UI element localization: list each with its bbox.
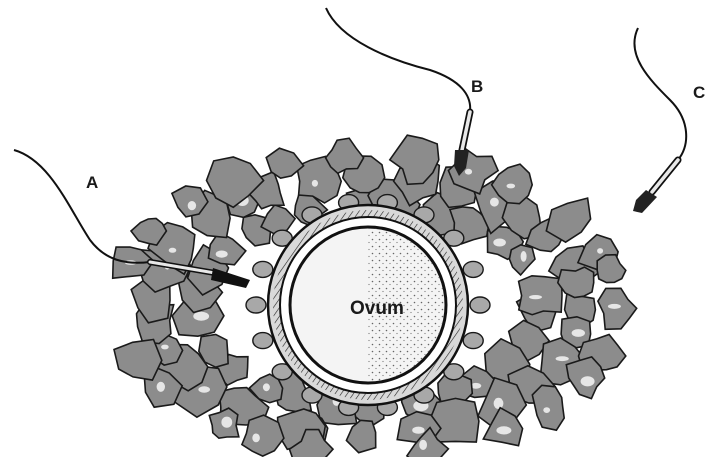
granulosa-cell bbox=[463, 333, 483, 349]
corona-cell-highlight bbox=[312, 180, 318, 187]
corona-cell bbox=[326, 138, 364, 173]
corona-cell-highlight bbox=[494, 398, 504, 409]
corona-cell bbox=[429, 398, 479, 442]
corona-cell-highlight bbox=[169, 248, 177, 253]
corona-cell-highlight bbox=[496, 426, 511, 434]
granulosa-cell bbox=[253, 333, 273, 349]
corona-cell-highlight bbox=[521, 251, 527, 262]
corona-cell-highlight bbox=[529, 295, 542, 299]
sperm-c bbox=[633, 28, 686, 213]
corona-cell bbox=[558, 267, 594, 297]
corona-cell bbox=[546, 198, 590, 242]
corona-cell bbox=[261, 205, 295, 234]
corona-cell bbox=[346, 420, 375, 452]
corona-cell-highlight bbox=[419, 440, 427, 450]
granulosa-cell bbox=[253, 261, 273, 277]
corona-cell-highlight bbox=[608, 304, 621, 309]
corona-cell-highlight bbox=[556, 356, 569, 361]
corona-cell-highlight bbox=[507, 184, 516, 189]
corona-cell-highlight bbox=[597, 248, 603, 254]
label-ovum: Ovum bbox=[350, 298, 404, 319]
corona-cell bbox=[598, 288, 637, 329]
corona-cell-highlight bbox=[465, 169, 472, 175]
corona-cell-highlight bbox=[490, 198, 499, 207]
granulosa-cell bbox=[470, 297, 490, 313]
corona-cell-highlight bbox=[412, 427, 424, 434]
label-a: A bbox=[86, 173, 98, 192]
corona-cell-highlight bbox=[221, 417, 232, 428]
corona-cell-highlight bbox=[161, 345, 169, 350]
corona-cell-highlight bbox=[157, 382, 165, 392]
corona-cell bbox=[519, 276, 562, 315]
corona-cell-highlight bbox=[198, 386, 210, 392]
corona-cell-highlight bbox=[193, 312, 209, 321]
corona-cell-highlight bbox=[216, 251, 228, 258]
corona-cell-highlight bbox=[572, 329, 585, 337]
label-c: C bbox=[693, 83, 705, 102]
corona-cell-highlight bbox=[263, 383, 270, 391]
granulosa-cell bbox=[246, 297, 266, 313]
corona-cell-highlight bbox=[493, 239, 506, 247]
corona-cell bbox=[242, 415, 284, 456]
corona-cell bbox=[597, 255, 626, 283]
corona-cell-highlight bbox=[581, 376, 595, 386]
corona-cell bbox=[114, 340, 162, 381]
corona-cell-highlight bbox=[188, 201, 196, 210]
corona-cell-highlight bbox=[543, 407, 550, 413]
corona-cell-highlight bbox=[252, 434, 260, 443]
label-b: B bbox=[471, 77, 483, 96]
granulosa-cell bbox=[463, 261, 483, 277]
